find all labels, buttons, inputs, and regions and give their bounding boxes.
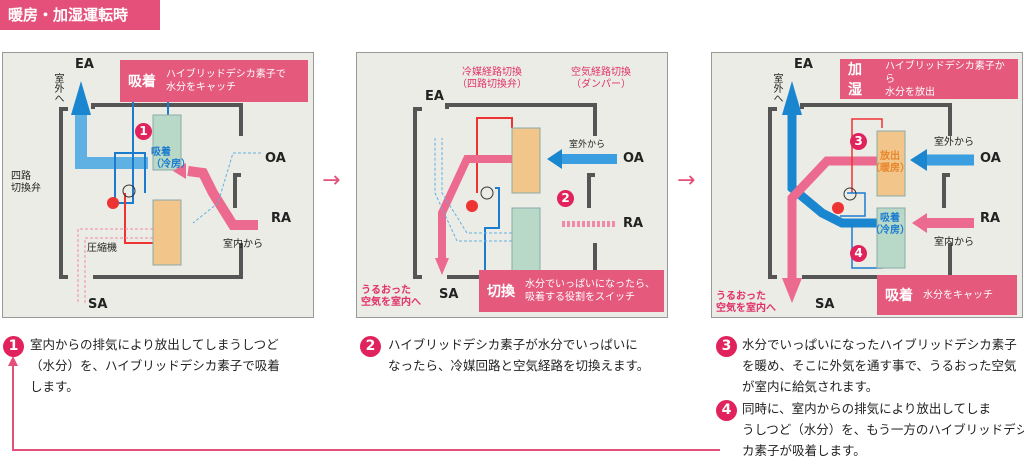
step-line: ハイブリッドデシカ素子が水分でいっぱいに — [388, 337, 638, 352]
step-marker-4: 4 — [850, 245, 867, 262]
valve-label-line1: 四路 — [11, 171, 31, 182]
callout-desc-line2: 水分をキャッチ — [166, 82, 236, 93]
adsorb-line2: （冷房） — [870, 225, 910, 236]
step-line: 室内からの排気により放出してしまうしつど — [30, 337, 279, 352]
callout-key: 加湿 — [848, 62, 862, 98]
step-line: 同時に、室内からの排気により放出してしま — [742, 401, 992, 416]
oa-label: OA — [623, 151, 644, 166]
diagram-panel-2: EA OA RA SA 冷媒経路切換（四路切換弁） 空気経路切換（ダンパー） 室… — [356, 52, 668, 318]
adsorb-line1: 吸着 — [880, 213, 900, 224]
release-label: 放出（暖房） — [870, 151, 910, 175]
diagram-panel-3: EA 室外へ OA RA SA 室外から 室内から 放出（暖房） 吸着（冷房） … — [711, 52, 1023, 318]
step-line: します。 — [30, 379, 79, 394]
step-marker-2: 2 — [557, 190, 574, 207]
humid-line2: 空気を室内へ — [716, 303, 776, 314]
page-title: 暖房・加湿運転時 — [0, 0, 160, 30]
ea-label: EA — [794, 57, 813, 72]
element-label: 吸着（冷房） — [151, 147, 191, 171]
humid-line1: うるおった — [716, 291, 766, 302]
compressor-label: 圧縮機 — [87, 243, 117, 254]
callout-key: 吸着 — [128, 74, 156, 90]
callout-adsorb: 吸着ハイブリッドデシカ素子で水分をキャッチ — [120, 60, 308, 102]
callout-desc-line1: 水分でいっぱいになったら、 — [525, 279, 655, 290]
callout-desc-line2: 吸着する役割をスイッチ — [525, 292, 635, 303]
callout-desc-line1: ハイブリッドデシカ素子から — [884, 60, 1005, 85]
step-3-text: 水分でいっぱいになったハイブリッドデシカ素子を暖め、そこに外気を通す事で、うるお… — [742, 334, 1017, 397]
step-marker-3: 3 — [850, 133, 867, 150]
step-1-text: 室内からの排気により放出してしまうしつど （水分）を、ハイブリッドデシカ素子で吸着… — [30, 334, 280, 397]
humid-line1: うるおった — [361, 285, 411, 296]
air-line2: （ダンパー） — [571, 79, 631, 90]
humid-air-label: うるおった空気を室内へ — [716, 291, 776, 315]
callout-desc: 水分をキャッチ — [923, 289, 993, 301]
callout-humidify: 加湿ハイブリッドデシカ素子から水分を放出 — [840, 59, 1018, 99]
sa-label: SA — [88, 297, 108, 312]
flow-arrow-icon: → — [322, 168, 341, 193]
callout-adsorb: 吸着水分をキャッチ — [877, 275, 1017, 315]
callout-desc: ハイブリッドデシカ素子から水分を放出 — [885, 60, 1010, 99]
step-line: なったら、冷媒回路と空気経路を切換えます。 — [388, 358, 650, 373]
ra-label: RA — [271, 211, 292, 226]
step-2-text: ハイブリッドデシカ素子が水分でいっぱいになったら、冷媒回路と空気経路を切換えます… — [388, 334, 649, 376]
step-line: を暖め、そこに外気を通す事で、うるおった空気 — [742, 358, 1017, 373]
from-outside-label: 室外から — [569, 140, 606, 150]
oa-label: OA — [265, 151, 286, 166]
release-line2: （暖房） — [870, 163, 910, 174]
ea-label: EA — [425, 89, 444, 104]
callout-desc-line1: ハイブリッドデシカ素子で — [166, 69, 286, 80]
valve-label-line2: 切換弁 — [11, 183, 41, 194]
callout-desc-line2: 水分を放出 — [884, 86, 935, 98]
callout-switch: 切換水分でいっぱいになったら、吸着する役割をスイッチ — [479, 270, 664, 312]
sa-label: SA — [439, 287, 459, 302]
callout-key: 切換 — [487, 284, 515, 300]
step-line: うしつど（水分）を、もう一方のハイブリッドデシ — [742, 422, 1024, 437]
element-label-line2: （冷房） — [151, 159, 191, 170]
step-number-4: 4 — [716, 400, 737, 421]
humid-line2: 空気を室内へ — [361, 297, 421, 308]
humid-air-label: うるおった空気を室内へ — [361, 285, 421, 309]
diagram-panel-1: EA 室外へ OA RA SA 四路切換弁 圧縮機 室内から 吸着（冷房） 1 … — [2, 52, 314, 318]
step-line: カ素子が吸着します。 — [742, 443, 866, 458]
ra-label: RA — [980, 211, 1001, 226]
oa-label: OA — [980, 151, 1001, 166]
step-line: が室内に給気されます。 — [742, 379, 879, 394]
outside-label: 室外へ — [771, 73, 782, 103]
from-inside-label: 室内から — [934, 237, 974, 248]
flow-arrow-icon: → — [677, 168, 696, 193]
refrigerant-line2: （四路切換弁） — [457, 79, 527, 90]
step-line: 水分でいっぱいになったハイブリッドデシカ素子 — [742, 337, 1017, 352]
element-label-line1: 吸着 — [151, 147, 171, 158]
from-inside-label: 室内から — [223, 239, 263, 250]
diagram-graphic — [59, 81, 261, 303]
step-line: （水分）を、ハイブリッドデシカ素子で吸着 — [30, 358, 280, 373]
diagram-graphic — [768, 81, 974, 303]
callout-desc: ハイブリッドデシカ素子で水分をキャッチ — [166, 68, 286, 94]
step-number-1: 1 — [3, 336, 24, 357]
sa-label: SA — [815, 297, 835, 312]
callout-key: 吸着 — [885, 288, 913, 304]
ea-label: EA — [75, 57, 94, 72]
from-outside-label: 室外から — [934, 137, 974, 148]
step-4-text: 同時に、室内からの排気により放出してしまうしつど（水分）を、もう一方のハイブリッ… — [742, 398, 1024, 461]
step-number-3: 3 — [716, 336, 737, 357]
air-switch-label: 空気経路切換（ダンパー） — [571, 67, 631, 91]
step-marker-1: 1 — [135, 123, 152, 140]
valve-label: 四路切換弁 — [11, 171, 41, 195]
adsorb-label: 吸着（冷房） — [870, 213, 910, 237]
air-line1: 空気経路切換 — [571, 67, 631, 78]
refrigerant-line1: 冷媒経路切換 — [462, 67, 522, 78]
release-line1: 放出 — [880, 151, 900, 162]
outside-label: 室外へ — [52, 73, 63, 103]
diagram-graphic — [413, 103, 617, 279]
ra-label: RA — [623, 216, 644, 231]
refrigerant-switch-label: 冷媒経路切換（四路切換弁） — [457, 67, 527, 91]
callout-desc: 水分でいっぱいになったら、吸着する役割をスイッチ — [525, 278, 655, 304]
step-number-2: 2 — [360, 336, 381, 357]
